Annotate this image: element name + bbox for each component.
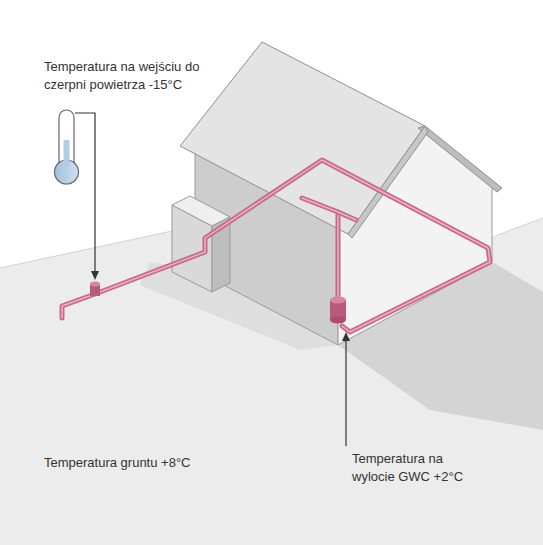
temperature-label: Temperatura gruntu +8°C bbox=[44, 454, 190, 472]
air-intake bbox=[90, 282, 100, 297]
leader-line bbox=[345, 336, 346, 446]
gwc-pipe bbox=[62, 160, 490, 332]
temperature-label: Temperatura na wejściu do czerpni powiet… bbox=[44, 58, 204, 94]
ground-edge bbox=[495, 218, 543, 236]
roof bbox=[180, 42, 425, 234]
gwc-unit bbox=[330, 297, 346, 324]
thermometer bbox=[55, 110, 79, 184]
temperature-label: Temperatura na wylocie GWC +2°C bbox=[352, 450, 484, 486]
roof-edge bbox=[418, 126, 502, 192]
leader-line bbox=[75, 113, 95, 276]
ground-edge bbox=[0, 225, 200, 268]
